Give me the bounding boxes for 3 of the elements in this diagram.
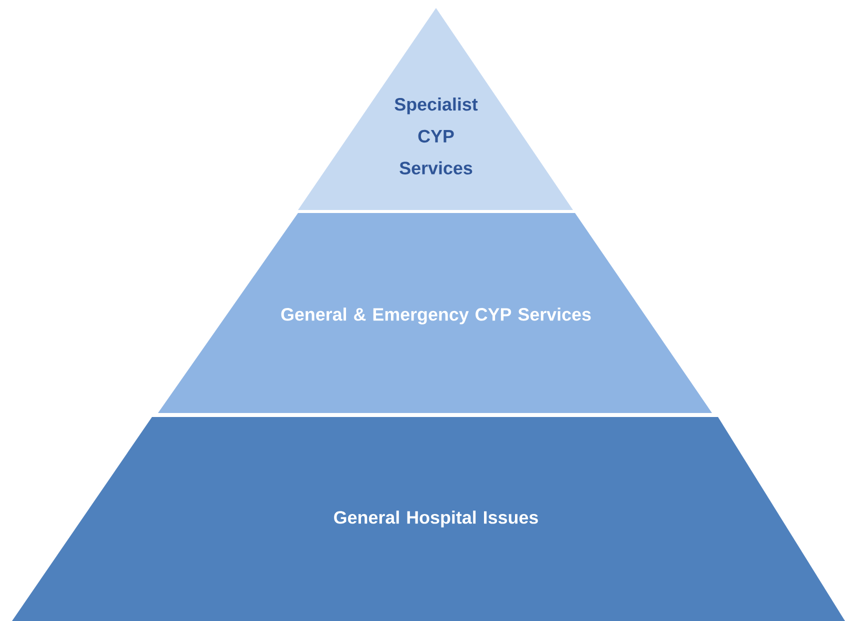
pyramid-level: General Hospital Issues: [12, 417, 845, 621]
pyramid-level: Specialist CYP Services: [298, 8, 573, 210]
pyramid-level: General & Emergency CYP Services: [158, 213, 712, 413]
